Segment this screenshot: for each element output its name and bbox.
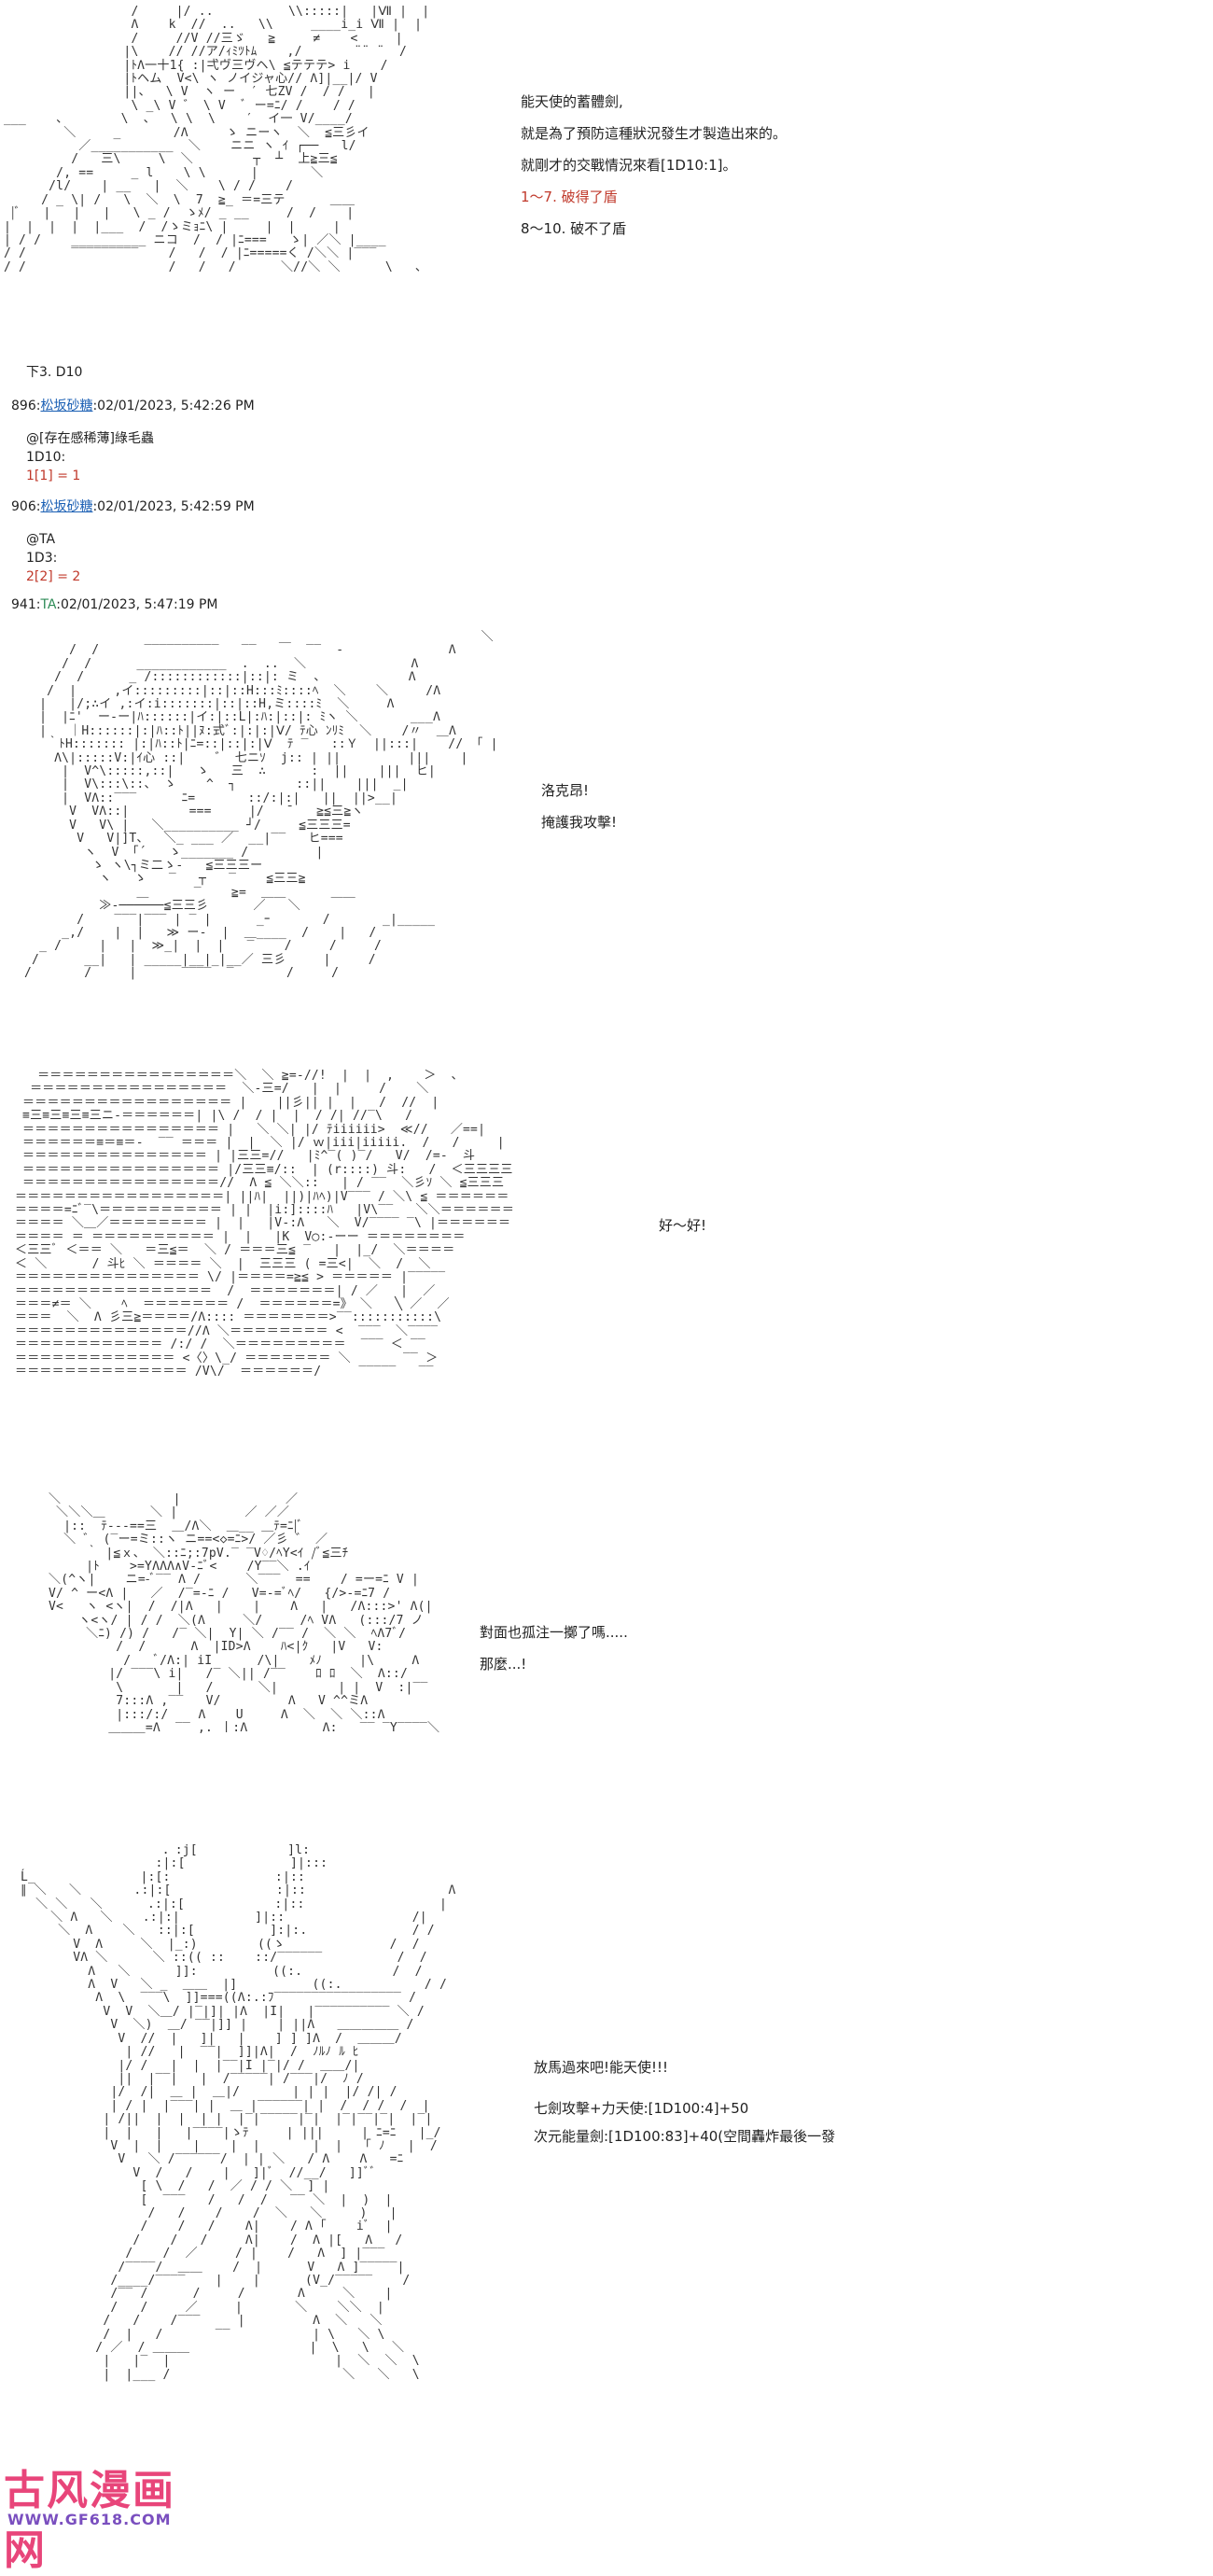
ascii-art-mecha-3: ＼ | ／ ＼＼＼＿ ＼ | ／ ／／ |:: ﾃ‐‐-==三 ＿/Λ＼ ＿__… [49,1492,440,1735]
panel2-line-2: 掩護我攻擊! [541,814,618,831]
ascii-art-mecha-4: ．:j[ ]l: :|:[ ]|::: Ĺ_ |:[: :|:: ∥ ＼ ＼ .… [21,1843,456,2382]
ascii-art-mecha-2: ＝＝＝＝＝＝＝＝＝＝＝＝＝＝＝＝＼ ＼ ≧=-//! | | , ＞ 、 ＝＝＝… [15,1069,515,1379]
post-896-header: 896:松坂砂糖:02/01/2023, 5:42:26 PM [11,396,255,414]
post-906-header: 906:松坂砂糖:02/01/2023, 5:42:59 PM [11,497,255,515]
post-body-line: @TA [26,532,56,547]
post-906-body: @TA 1D3: 2[2] = 2 [26,530,80,586]
panel4-line-1: 對面也孤注一擲了嗎..... [480,1624,628,1641]
post-896-body: @[存在感稀薄]綠毛蟲 1D10: 1[1] = 1 [26,429,154,485]
panel1-footer: 下3. D10 [26,365,83,380]
panel1-line-3: 就剛才的交戰情況來看[1D10:1]。 [521,157,737,174]
panel1-line-2: 就是為了預防這種狀況發生才製造出來的。 [521,125,788,142]
panel4-line-2: 那麼...! [480,1656,527,1673]
panel5-line-3: 次元能量劍:[1D100:83]+40(空間轟炸最後一發 [534,2128,836,2145]
dice-result: 2[2] = 2 [26,569,81,584]
panel5-line-1: 放馬過來吧!能天使!!! [534,2059,669,2076]
panel2-line-1: 洛克昂! [541,782,590,799]
watermark-logo: 古风漫画网 [4,2467,175,2574]
panel5-text: 放馬過來吧!能天使!!! 七劍攻擊+力天使:[1D100:4]+50 次元能量劍… [534,2053,835,2150]
panel1-line-5: 8〜10. 破不了盾 [521,220,627,237]
post-timestamp: :02/01/2023, 5:42:59 PM [92,499,255,514]
panel5-line-2: 七劍攻擊+力天使:[1D100:4]+50 [534,2100,749,2117]
post-number: 906: [11,499,41,514]
post-author-link[interactable]: TA [40,597,57,612]
post-body-line: 1D10: [26,450,66,465]
post-number: 941: [11,597,41,612]
post-number: 896: [11,399,41,413]
panel3-line-1: 好〜好! [659,1217,707,1234]
panel1-line-1: 能天使的蓄體劍, [521,93,623,110]
post-author-link[interactable]: 松坂砂糖 [40,499,93,514]
panel1-line-4: 1〜7. 破得了盾 [521,189,618,205]
panel3-text: 好〜好! [659,1210,706,1241]
post-author-link[interactable]: 松坂砂糖 [40,399,93,413]
panel4-text: 對面也孤注一擲了嗎..... 那麼...! [480,1617,628,1680]
ascii-art-mecha-1: / |/ .. \\:::::| |Ⅶ | | Λ k // .. \\ ___… [4,5,430,274]
post-body-line: @[存在感稀薄]綠毛蟲 [26,431,154,446]
ascii-art-pilot: ＼ / / ‾‾‾‾‾‾‾‾‾‾ ‾‾ ￣ ‾‾ - Λ / / _______… [24,630,498,981]
post-timestamp: :02/01/2023, 5:42:26 PM [92,399,255,413]
dice-result: 1[1] = 1 [26,469,81,483]
post-body-line: 1D3: [26,551,58,566]
post-timestamp: :02/01/2023, 5:47:19 PM [56,597,218,612]
post-941-header: 941:TA:02/01/2023, 5:47:19 PM [11,597,218,612]
panel2-text: 洛克昂! 掩護我攻擊! [541,775,617,838]
watermark-url: WWW.GF618.COM [7,2511,172,2528]
panel1-text: 能天使的蓄體劍, 就是為了預防這種狀況發生才製造出來的。 就剛才的交戰情況來看[… [521,86,787,245]
